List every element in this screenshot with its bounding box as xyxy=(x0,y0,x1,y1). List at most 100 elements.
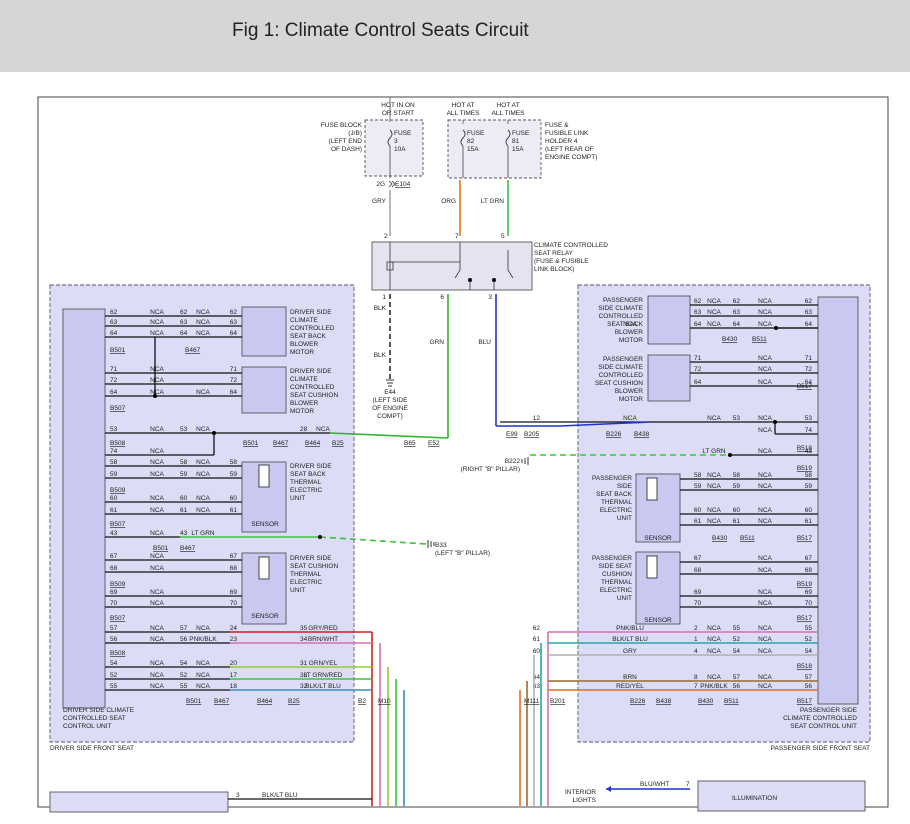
driver-pin-c: 64 xyxy=(230,389,238,396)
connector-label: B517 xyxy=(797,615,813,622)
passenger-pin: 67 xyxy=(805,555,813,562)
driver-pin-c: 68 xyxy=(230,565,238,572)
driver-pin-c: 71 xyxy=(230,366,238,373)
passenger-pin-c: 60 xyxy=(694,507,702,514)
connector-label: B507 xyxy=(110,521,126,528)
driver-pin-c: 17 xyxy=(230,672,238,679)
interior-lights-label: LIGHTS xyxy=(573,797,597,804)
driver-wire-label: NCA xyxy=(150,683,164,690)
driver-pin-c: 59 xyxy=(230,471,238,478)
driver-pin-c: 62 xyxy=(230,309,238,316)
driver-back-motor-box xyxy=(241,306,287,357)
passenger-pin-c: 72 xyxy=(694,366,702,373)
connector-label: B205 xyxy=(524,431,540,438)
driver-pin: 58 xyxy=(110,459,118,466)
connector-label: B509 xyxy=(110,581,126,588)
driver-pin: 74 xyxy=(110,448,118,455)
driver-pin-b: 60 xyxy=(180,495,188,502)
passenger-pin: 59 xyxy=(805,483,813,490)
passenger-pin-b: 58 xyxy=(733,472,741,479)
passenger-wire-label: NCA xyxy=(758,415,772,422)
passenger-wire-label: NCA xyxy=(758,507,772,514)
driver-wire-label: NCA xyxy=(196,495,210,502)
passenger-pin-b: 61 xyxy=(733,518,741,525)
passenger-pin: 69 xyxy=(805,589,813,596)
fuse82-icon xyxy=(460,129,466,147)
driver-wire-label: NCA xyxy=(150,448,164,455)
driver-seat-label: DRIVER SIDE FRONT SEAT xyxy=(50,745,134,752)
fusible-link-box xyxy=(447,119,542,179)
fuse3-label: FUSE xyxy=(394,130,412,137)
connector-label: B25 xyxy=(332,440,344,447)
connector-label: B226 xyxy=(630,698,646,705)
driver-pin: 43 xyxy=(110,530,118,537)
relay-pin-1: 1 xyxy=(382,294,386,301)
driver-pin-c: 60 xyxy=(230,495,238,502)
fuse-block-label: (LEFT END xyxy=(329,138,363,145)
driver-wire-label: NCA xyxy=(150,309,164,316)
ground-e44-label: COMPT) xyxy=(377,413,403,420)
driver-wire-label: NCA xyxy=(196,426,210,433)
connector-label: B467 xyxy=(180,545,196,552)
driver-pin-c: 67 xyxy=(230,553,238,560)
relay-label: CLIMATE CONTROLLED xyxy=(534,242,608,249)
driver-wire-label: NCA xyxy=(196,389,210,396)
passenger-wire-label: NCA xyxy=(758,683,772,690)
passenger-back-motor-label: SEAT BACK xyxy=(607,321,644,328)
fuse81-label: 15A xyxy=(512,146,524,153)
passenger-pin-c: 7 xyxy=(694,683,698,690)
passenger-cushion-teu-label: THERMAL xyxy=(601,579,632,586)
connector-label: B519 xyxy=(797,581,813,588)
driver-pin-d: 35 xyxy=(300,625,308,632)
passenger-cushion-motor-label: SEAT CUSHION xyxy=(595,380,643,387)
illumination-label: ILLUMINATION xyxy=(732,795,777,802)
connector-label: B430 xyxy=(722,336,738,343)
passenger-pin: 62 xyxy=(805,298,813,305)
passenger-wire-label: BLK/LT BLU xyxy=(612,636,648,643)
driver-pin: 59 xyxy=(110,471,118,478)
driver-pin-b: 58 xyxy=(180,459,188,466)
driver-pin-b: 59 xyxy=(180,471,188,478)
connector-label: B509 xyxy=(110,487,126,494)
driver-pin: 62 xyxy=(110,309,118,316)
passenger-pin: 74 xyxy=(805,427,813,434)
driver-wire-label: NCA xyxy=(196,319,210,326)
passenger-wire-label: NCA xyxy=(758,366,772,373)
passenger-pin: 60 xyxy=(805,507,813,514)
teu-icon xyxy=(258,556,270,580)
driver-pin-c: 69 xyxy=(230,589,238,596)
driver-cushion-teu-label: THERMAL xyxy=(290,571,321,578)
passenger-pin: 61 xyxy=(805,518,813,525)
ground-e44-label: OF ENGINE xyxy=(372,405,408,412)
driver-pin: 69 xyxy=(110,589,118,596)
passenger-unit-label: SEAT CONTROL UNIT xyxy=(790,723,857,730)
driver-pin: 63 xyxy=(110,319,118,326)
fusible-link-label: (LEFT REAR OF xyxy=(545,146,594,153)
passenger-pin: 71 xyxy=(805,355,813,362)
hot-run-label: OR START xyxy=(382,110,414,117)
wire-blk-label: BLK xyxy=(374,352,387,359)
driver-wire-label: NCA xyxy=(150,495,164,502)
passenger-pin: 70 xyxy=(805,600,813,607)
hot-all-times-label: ALL TIMES xyxy=(447,110,481,117)
passenger-wire-label: NCA xyxy=(707,321,721,328)
connector-label: B438 xyxy=(634,431,650,438)
driver-pin: 54 xyxy=(110,660,118,667)
passenger-wire-label: NCA xyxy=(758,355,772,362)
driver-wire-label: NCA xyxy=(196,683,210,690)
driver-pin-c: 23 xyxy=(230,636,238,643)
passenger-cushion-teu-label: UNIT xyxy=(617,595,632,602)
connector-label: B501 xyxy=(243,440,259,447)
passenger-wire-label: NCA xyxy=(623,415,637,422)
passenger-pin: 54 xyxy=(805,648,813,655)
passenger-pin-b: 53 xyxy=(733,415,741,422)
driver-unit-label: CONTROL UNIT xyxy=(63,723,112,730)
driver-back-teu-label: SEAT BACK xyxy=(290,471,327,478)
driver-cushion-teu-label: DRIVER SIDE xyxy=(290,555,332,562)
passenger-wire-label: NCA xyxy=(758,674,772,681)
passenger-wire-label: RED/YEL xyxy=(616,683,644,690)
passenger-wire-label: NCA xyxy=(758,483,772,490)
passenger-cushion-teu-box xyxy=(635,551,681,625)
connector-label: B25 xyxy=(288,698,300,705)
driver-pin: 67 xyxy=(110,553,118,560)
